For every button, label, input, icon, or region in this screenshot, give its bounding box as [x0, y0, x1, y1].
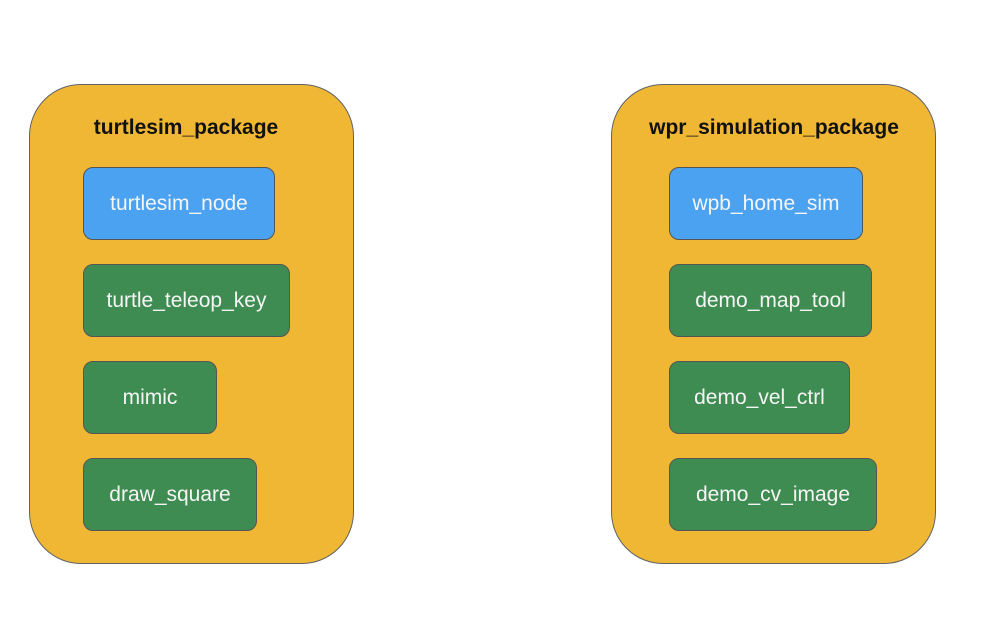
node-wpb-home-sim: wpb_home_sim — [669, 167, 863, 240]
node-demo-map-tool: demo_map_tool — [669, 264, 872, 337]
node-demo-cv-image: demo_cv_image — [669, 458, 877, 531]
node-turtle-teleop-key: turtle_teleop_key — [83, 264, 290, 337]
node-mimic: mimic — [83, 361, 217, 434]
package-title-turtlesim: turtlesim_package — [93, 116, 279, 139]
node-turtlesim-node: turtlesim_node — [83, 167, 275, 240]
node-draw-square: draw_square — [83, 458, 257, 531]
node-demo-vel-ctrl: demo_vel_ctrl — [669, 361, 850, 434]
package-title-wpr-simulation: wpr_simulation_package — [649, 116, 899, 139]
